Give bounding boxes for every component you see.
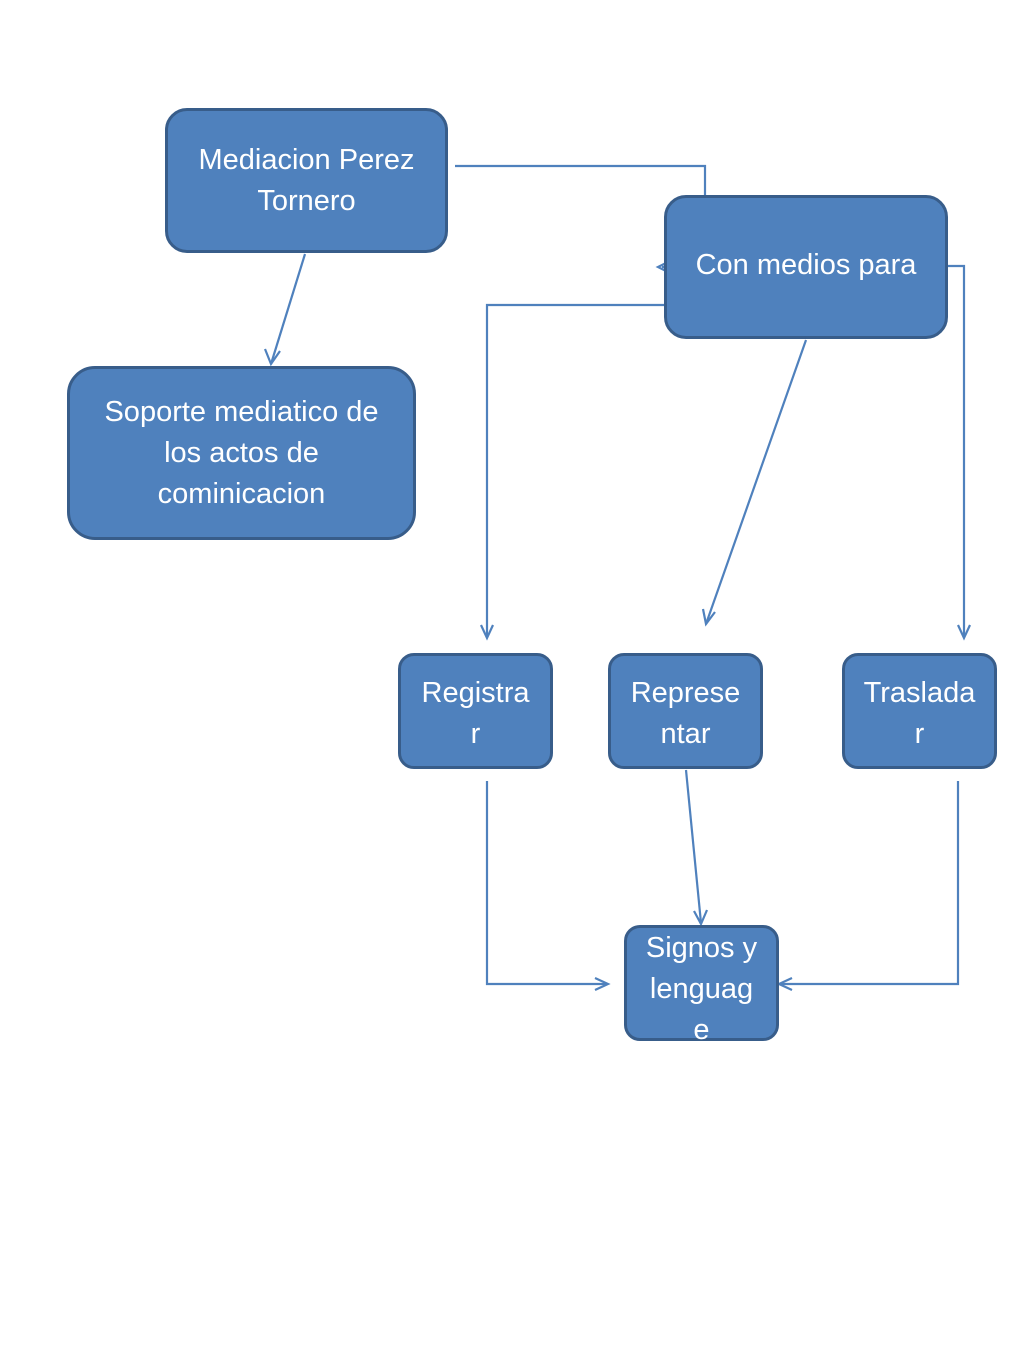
- node-mediacion-perez-tornero: Mediacion Perez Tornero: [165, 108, 448, 253]
- node-mediacion-label: Mediacion Perez Tornero: [198, 143, 415, 217]
- node-signos-y-lenguage: Signos y lenguag e: [624, 925, 779, 1046]
- node-representar-label: Represe ntar: [630, 677, 741, 750]
- edge-representar-signos: [684, 769, 709, 927]
- node-soporte-mediatico: Soporte mediatico de los actos de comini…: [67, 366, 416, 540]
- edge-registrar-signos: [485, 781, 611, 991]
- node-registrar: Registra r: [398, 653, 553, 769]
- edge-medios-trasladar: [948, 264, 971, 641]
- node-trasladar-label: Traslada r: [863, 677, 976, 750]
- edge-mediacion-soporte: [263, 253, 307, 367]
- edge-medios-representar: [701, 339, 808, 627]
- node-representar: Represe ntar: [608, 653, 763, 769]
- node-trasladar: Traslada r: [842, 653, 997, 769]
- edge-trasladar-signos: [776, 781, 960, 991]
- node-con-medios-para: Con medios para: [664, 195, 948, 339]
- node-medios-label: Con medios para: [695, 248, 917, 281]
- node-soporte-label: Soporte mediatico de los actos de comini…: [104, 395, 379, 510]
- edge-medios-registrar: [480, 303, 664, 641]
- node-signos-label: Signos y lenguag e: [645, 932, 758, 1046]
- node-registrar-label: Registra r: [421, 677, 530, 750]
